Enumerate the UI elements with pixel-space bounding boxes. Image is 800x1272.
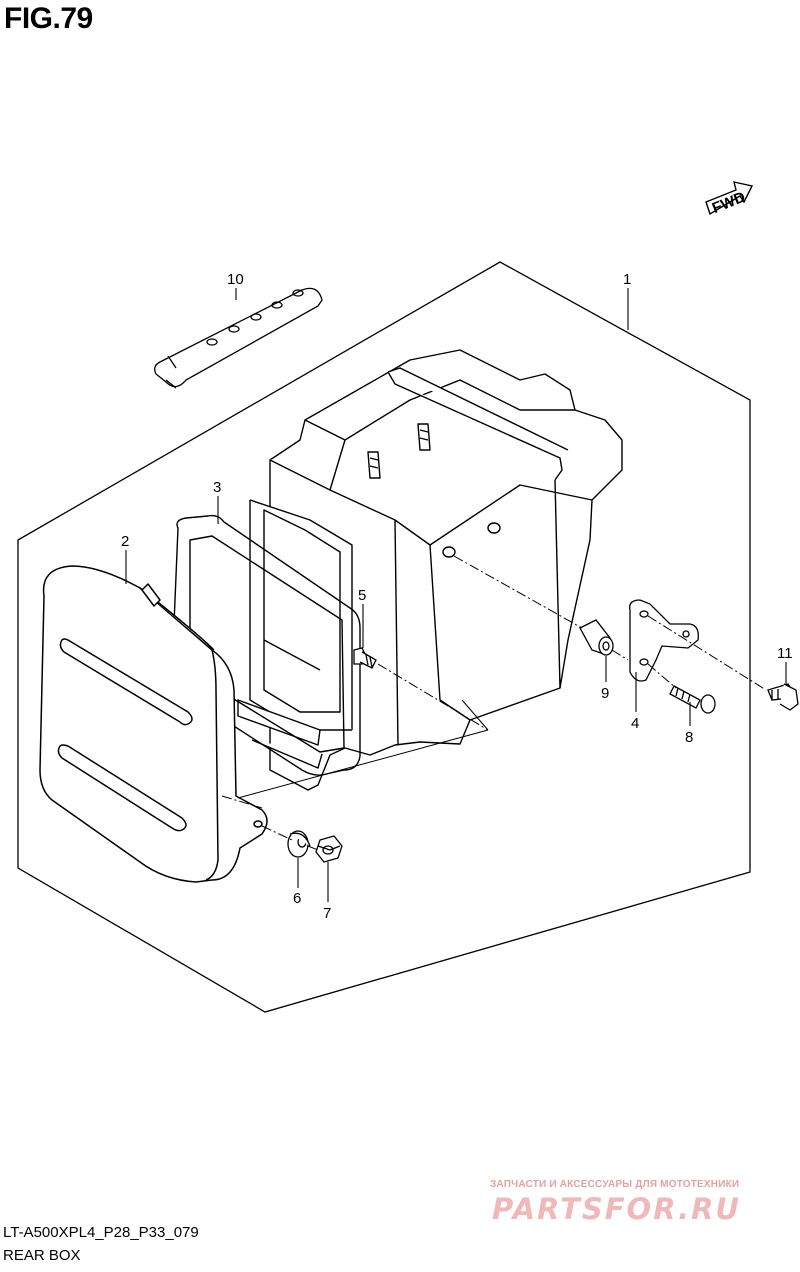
- grommet-part-9: [579, 619, 614, 656]
- strap-part-10: [154, 287, 323, 389]
- callout-6: 6: [293, 890, 301, 907]
- pointer-lines: [237, 699, 489, 799]
- callout-4: 4: [631, 715, 639, 732]
- nut-part-7: [315, 835, 343, 863]
- section-name: REAR BOX: [3, 1247, 81, 1264]
- callout-8: 8: [685, 729, 693, 746]
- rear-box-body-part-1: [237, 349, 623, 791]
- svg-text:FWD: FWD: [710, 188, 748, 217]
- callout-5: 5: [358, 587, 366, 604]
- callout-2: 2: [121, 533, 129, 550]
- fwd-arrow-icon: FWD: [705, 181, 754, 217]
- callout-7: 7: [323, 905, 331, 922]
- bracket-plate-part-4: [629, 599, 699, 682]
- watermark-logo: PARTSFOR.RU: [492, 1192, 741, 1226]
- callout-1: 1: [623, 271, 631, 288]
- bolt-part-11: [767, 683, 799, 711]
- washer-part-6: [287, 830, 311, 858]
- assembly-lines: [221, 555, 767, 851]
- callout-9: 9: [601, 685, 609, 702]
- bolt-part-8: [669, 685, 716, 714]
- screw-part-5: [353, 647, 377, 669]
- callout-11: 11: [777, 645, 793, 662]
- figure-title: FIG.79: [4, 2, 93, 35]
- callout-labels: 1 2 3 4 5 6 7 8 9 10 11: [121, 271, 793, 922]
- leader-lines: [125, 288, 787, 902]
- model-code: LT-A500XPL4_P28_P33_079: [3, 1224, 199, 1241]
- callout-10: 10: [227, 271, 244, 288]
- reflector-lens-part-2: [39, 565, 268, 883]
- callout-3: 3: [213, 479, 221, 496]
- assembly-outline: [17, 261, 751, 1013]
- watermark-caption: ЗАПЧАСТИ И АКСЕССУАРЫ ДЛЯ МОТОТЕХНИКИ: [490, 1179, 740, 1190]
